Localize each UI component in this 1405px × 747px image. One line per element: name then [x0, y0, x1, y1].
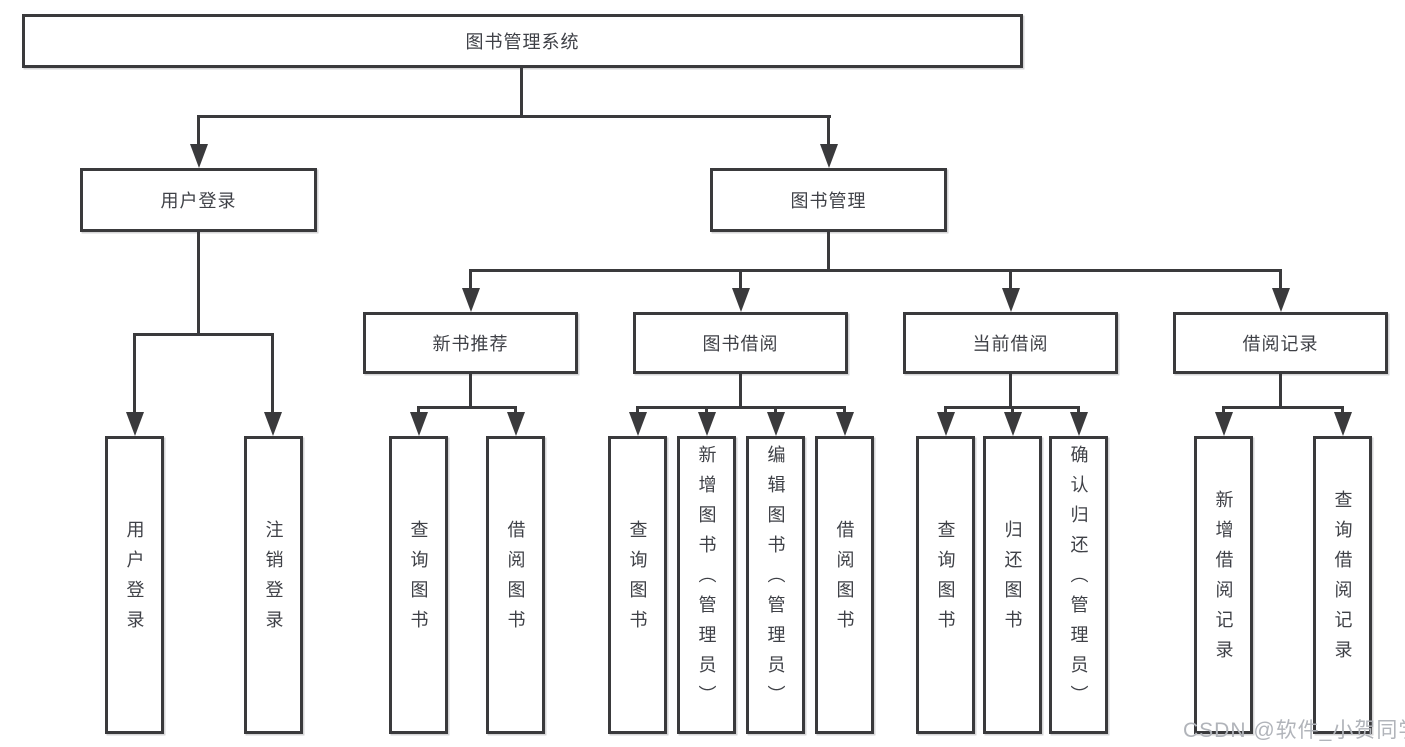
arrow-down-icon	[629, 412, 647, 436]
connector-line	[197, 115, 831, 118]
arrow-down-icon	[732, 288, 750, 312]
leaf-label: 注销登录	[263, 520, 284, 640]
leaf-label: 确认归还（管理员）	[1068, 445, 1089, 715]
connector-line	[827, 232, 830, 272]
leaf-borrow-books-recommend: 借阅图书	[486, 436, 545, 734]
connector-line	[1009, 269, 1012, 289]
connector-line	[520, 67, 523, 117]
node-label: 借阅记录	[1242, 334, 1319, 354]
node-label: 图书管理系统	[465, 32, 580, 52]
node-library-system: 图书管理系统	[22, 14, 1023, 68]
leaf-label: 归还图书	[1002, 520, 1023, 640]
leaf-return-books: 归还图书	[983, 436, 1042, 734]
arrow-down-icon	[190, 144, 208, 168]
leaf-label: 借阅图书	[834, 520, 855, 640]
connector-line	[514, 406, 517, 414]
arrow-down-icon	[410, 412, 428, 436]
arrow-down-icon	[507, 412, 525, 436]
node-label: 用户登录	[160, 191, 237, 211]
connector-line	[197, 115, 200, 145]
leaf-label: 查询图书	[627, 520, 648, 640]
arrow-down-icon	[1070, 412, 1088, 436]
leaf-user-login: 用户登录	[105, 436, 164, 734]
connector-line	[739, 374, 742, 409]
connector-line	[469, 269, 472, 289]
arrow-down-icon	[937, 412, 955, 436]
node-book-management: 图书管理	[710, 168, 947, 232]
arrow-down-icon	[836, 412, 854, 436]
leaf-query-books-recommend: 查询图书	[389, 436, 448, 734]
connector-line	[774, 406, 777, 414]
leaf-label: 编辑图书（管理员）	[765, 445, 786, 715]
leaf-borrow-books: 借阅图书	[815, 436, 874, 734]
leaf-label: 用户登录	[124, 520, 145, 640]
arrow-down-icon	[1004, 412, 1022, 436]
connector-line	[705, 406, 708, 414]
connector-line	[417, 406, 420, 414]
connector-line	[469, 269, 1282, 272]
connector-line	[417, 406, 517, 409]
arrow-down-icon	[1272, 288, 1290, 312]
leaf-label: 新增借阅记录	[1213, 490, 1234, 670]
arrow-down-icon	[264, 412, 282, 436]
connector-line	[1222, 406, 1344, 409]
connector-line	[636, 406, 846, 409]
node-current-borrowing: 当前借阅	[903, 312, 1118, 374]
leaf-confirm-return-admin: 确认归还（管理员）	[1049, 436, 1108, 734]
leaf-label: 查询借阅记录	[1332, 490, 1353, 670]
csdn-watermark: CSDN @软件_小贺同学	[1183, 719, 1405, 742]
leaf-query-books-current: 查询图书	[916, 436, 975, 734]
arrow-down-icon	[820, 144, 838, 168]
leaf-edit-books-admin: 编辑图书（管理员）	[746, 436, 805, 734]
connector-line	[1011, 406, 1014, 414]
arrow-down-icon	[1002, 288, 1020, 312]
connector-line	[197, 232, 200, 336]
leaf-query-books-borrowing: 查询图书	[608, 436, 667, 734]
arrow-down-icon	[462, 288, 480, 312]
node-borrowing-records: 借阅记录	[1173, 312, 1388, 374]
arrow-down-icon	[126, 412, 144, 436]
leaf-label: 借阅图书	[505, 520, 526, 640]
arrow-down-icon	[1334, 412, 1352, 436]
leaf-add-books-admin: 新增图书（管理员）	[677, 436, 736, 734]
node-label: 图书借阅	[702, 334, 779, 354]
connector-line	[1077, 406, 1080, 414]
connector-line	[944, 406, 947, 414]
connector-line	[133, 333, 136, 412]
arrow-down-icon	[698, 412, 716, 436]
leaf-label: 查询图书	[935, 520, 956, 640]
leaf-add-borrow-record: 新增借阅记录	[1194, 436, 1253, 734]
arrow-down-icon	[1215, 412, 1233, 436]
arrow-down-icon	[767, 412, 785, 436]
connector-line	[739, 269, 742, 289]
node-book-borrowing: 图书借阅	[633, 312, 848, 374]
connector-line	[1341, 406, 1344, 414]
leaf-query-borrow-record: 查询借阅记录	[1313, 436, 1372, 734]
connector-line	[1279, 269, 1282, 289]
connector-line	[1279, 374, 1282, 409]
connector-line	[1222, 406, 1225, 414]
node-new-book-recommend: 新书推荐	[363, 312, 578, 374]
node-label: 图书管理	[790, 191, 867, 211]
connector-line	[133, 333, 274, 336]
node-label: 新书推荐	[432, 334, 509, 354]
connector-line	[843, 406, 846, 414]
connector-line	[636, 406, 639, 414]
connector-line	[271, 333, 274, 412]
connector-line	[469, 374, 472, 409]
connector-line	[827, 115, 830, 145]
node-label: 当前借阅	[972, 334, 1049, 354]
leaf-logout: 注销登录	[244, 436, 303, 734]
leaf-label: 新增图书（管理员）	[696, 445, 717, 715]
node-user-login: 用户登录	[80, 168, 317, 232]
leaf-label: 查询图书	[408, 520, 429, 640]
connector-line	[1009, 374, 1012, 409]
